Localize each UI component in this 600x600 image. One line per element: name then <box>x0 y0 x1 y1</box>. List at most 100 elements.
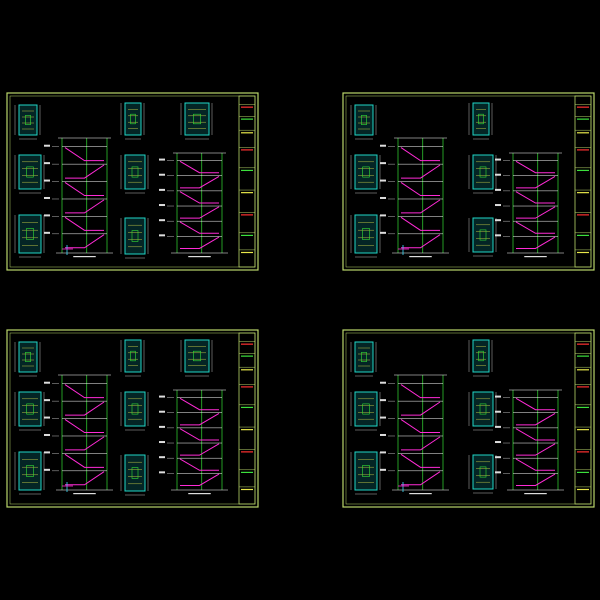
sheet-bottom-right-elev-b-flight <box>515 397 555 411</box>
sheet-bottom-left-elev-a-level-label <box>44 416 50 419</box>
sheet-bottom-right-elev-b-level-label <box>495 410 501 413</box>
sheet-bottom-right-elev-a-flight <box>401 401 441 416</box>
sheet-top-right-plan-c-fill <box>355 215 377 253</box>
sheet-bottom-right-elev-b-flight <box>516 443 556 456</box>
sheet-top-left-elev-a-flight <box>65 234 105 249</box>
sheet-top-right-elev-a-flight <box>400 182 440 196</box>
sheet-bottom-right <box>342 329 595 508</box>
sheet-bottom-left-plan-f-outline <box>124 454 146 492</box>
sheet-top-right-elev-b-level-label <box>495 173 501 176</box>
sheet-top-left-elev-b-level-label <box>159 188 165 191</box>
sheet-bottom-left-elev-b-flight <box>179 428 219 441</box>
sheet-bottom-right-elev-a-level-label <box>380 416 386 419</box>
sheet-bottom-left-elev-a-caption <box>73 493 96 495</box>
sheet-bottom-left-elev-a-flight <box>65 471 105 486</box>
sheet-top-left-elev-b-flight <box>180 206 220 219</box>
sheet-top-left-elev-b-flight <box>180 176 220 189</box>
sheet-top-left-plan-f-outline <box>124 217 146 255</box>
sheet-top-right-elev-b-flight <box>516 176 556 189</box>
sheet-bottom-right-title-block-outline <box>574 332 592 505</box>
sheet-top-right-elev-b-flight <box>516 206 556 219</box>
sheet-top-right-elev-a-flight <box>401 164 441 179</box>
sheet-bottom-right-plan-b-outline <box>354 391 378 427</box>
sheet-top-right-title-block-band-text <box>577 106 589 108</box>
sheet-top-left-elev-b-level-label <box>159 234 165 237</box>
sheet-bottom-left-frame <box>6 329 259 508</box>
sheet-bottom-right-plan-f-core <box>479 466 487 478</box>
sheet-bottom-right-plan-e-core <box>479 403 487 415</box>
sheet-bottom-left-elev-b-flight <box>180 443 220 456</box>
sheet-top-right-elev-b-flight <box>515 160 555 174</box>
sheet-bottom-left-plan-c-outline <box>18 451 42 491</box>
sheet-bottom-right-frame <box>342 329 595 508</box>
sheet-top-left-elev-a-level-label <box>44 162 50 165</box>
sheet-bottom-right-plan-e-outline <box>472 391 494 427</box>
sheet-top-right-elev-a-flight <box>400 216 440 231</box>
sheet-bottom-left-plan-c-fill <box>19 452 41 490</box>
sheet-bottom-right-plan-a-outline <box>354 341 374 373</box>
sheet-top-left-plan-b-fill <box>19 155 41 189</box>
sheet-bottom-left-title-block-band-text <box>241 471 253 473</box>
sheet-top-right-title-block-band-text <box>577 149 589 151</box>
sheet-bottom-left-plan-d-outline <box>124 339 142 373</box>
sheet-bottom-left-title-block-band-text <box>241 429 253 431</box>
sheet-top-right-plan-d-outline <box>472 102 490 136</box>
sheet-bottom-right-elev-b-flight <box>516 413 556 426</box>
sheet-top-right-title-block-outline <box>574 95 592 268</box>
sheet-top-left-plan-b-outline <box>18 154 42 190</box>
sheet-bottom-left-plan-a-fill <box>19 342 37 372</box>
sheet-top-left-title-block-band-text <box>241 106 253 108</box>
sheets-layer <box>6 92 595 508</box>
sheet-bottom-right-plan-c-fill <box>355 452 377 490</box>
sheet-bottom-right-title-block-band-text <box>577 343 589 345</box>
sheet-top-right-elev-a-flight <box>401 199 441 214</box>
sheet-bottom-right-elev-a-flight <box>400 453 440 468</box>
sheet-bottom-left-elev-a-level-label <box>44 399 50 402</box>
sheet-bottom-left-plan-d-fill <box>125 340 141 372</box>
sheet-bottom-left-elev-a-flight <box>64 419 104 433</box>
sheet-top-right-plan-a-core <box>360 115 367 125</box>
sheet-bottom-right-plan-b-fill <box>355 392 377 426</box>
sheet-bottom-left-elev-b-level-label <box>159 471 165 474</box>
sheet-top-left-title-block-band-text <box>241 214 253 216</box>
sheet-top-right <box>342 92 595 271</box>
sheet-top-right-elev-a-level-label <box>380 196 386 199</box>
sheet-top-left-title-block-band-text <box>241 169 253 172</box>
sheet-bottom-left-plan-g-core <box>193 350 201 362</box>
sheet-bottom-right-elev-b-level-label <box>495 471 501 474</box>
sheet-bottom-left-elev-b-level-label <box>159 456 165 459</box>
sheet-top-left-title-block-band-text <box>241 192 253 194</box>
sheet-top-right-title-block-band-text <box>577 132 589 134</box>
sheet-bottom-right-plan-f-fill <box>473 455 493 489</box>
sheet-top-right-elev-a-caption <box>409 256 432 258</box>
sheet-bottom-left-elev-b-level-label <box>159 441 165 444</box>
sheet-bottom-left-plan-b-fill <box>19 392 41 426</box>
sheet-bottom-left-plan-b-outline <box>18 391 42 427</box>
sheet-top-left-elev-a-flight <box>64 182 104 196</box>
sheet-bottom-left-elev-b-flight <box>179 458 219 471</box>
sheet-top-right-plan-b-outline <box>354 154 378 190</box>
sheet-bottom-left-title-block-band-text <box>241 488 253 491</box>
sheet-top-left-elev-a-level-label <box>44 196 50 199</box>
sheet-top-right-elev-b-level-label <box>495 188 501 191</box>
sheet-bottom-right-plan-f-outline <box>472 454 494 490</box>
sheet-bottom-right-title-block-band-text <box>577 471 589 473</box>
sheet-bottom-right-plan-c-core <box>362 464 370 477</box>
sheet-bottom-left-title-block-band-text <box>241 451 253 453</box>
sheet-top-right-plan-d-core <box>478 113 484 125</box>
sheet-bottom-left-elev-b-flight <box>180 413 220 426</box>
sheet-bottom-left-plan-e-outline <box>124 391 146 427</box>
sheet-bottom-right-elev-a-flight <box>400 419 440 433</box>
sheet-top-right-elev-b-level-label <box>495 158 501 161</box>
sheet-bottom-right-elev-a-level-label <box>380 451 386 454</box>
sheet-top-left-elev-a-flight <box>65 164 105 179</box>
sheet-top-left-plan-f-fill <box>125 218 145 254</box>
sheet-top-right-plan-a-fill <box>355 105 373 135</box>
sheet-bottom-left-title-block-band-text <box>241 406 253 409</box>
sheet-bottom-left-plan-b-core <box>26 403 34 415</box>
sheet-top-left-title-block-band-text <box>241 149 253 151</box>
sheet-bottom-left-plan-c-core <box>26 464 34 477</box>
sheet-bottom-left-plan-f-fill <box>125 455 145 491</box>
sheet-bottom-right-plan-d-outline <box>472 339 490 373</box>
